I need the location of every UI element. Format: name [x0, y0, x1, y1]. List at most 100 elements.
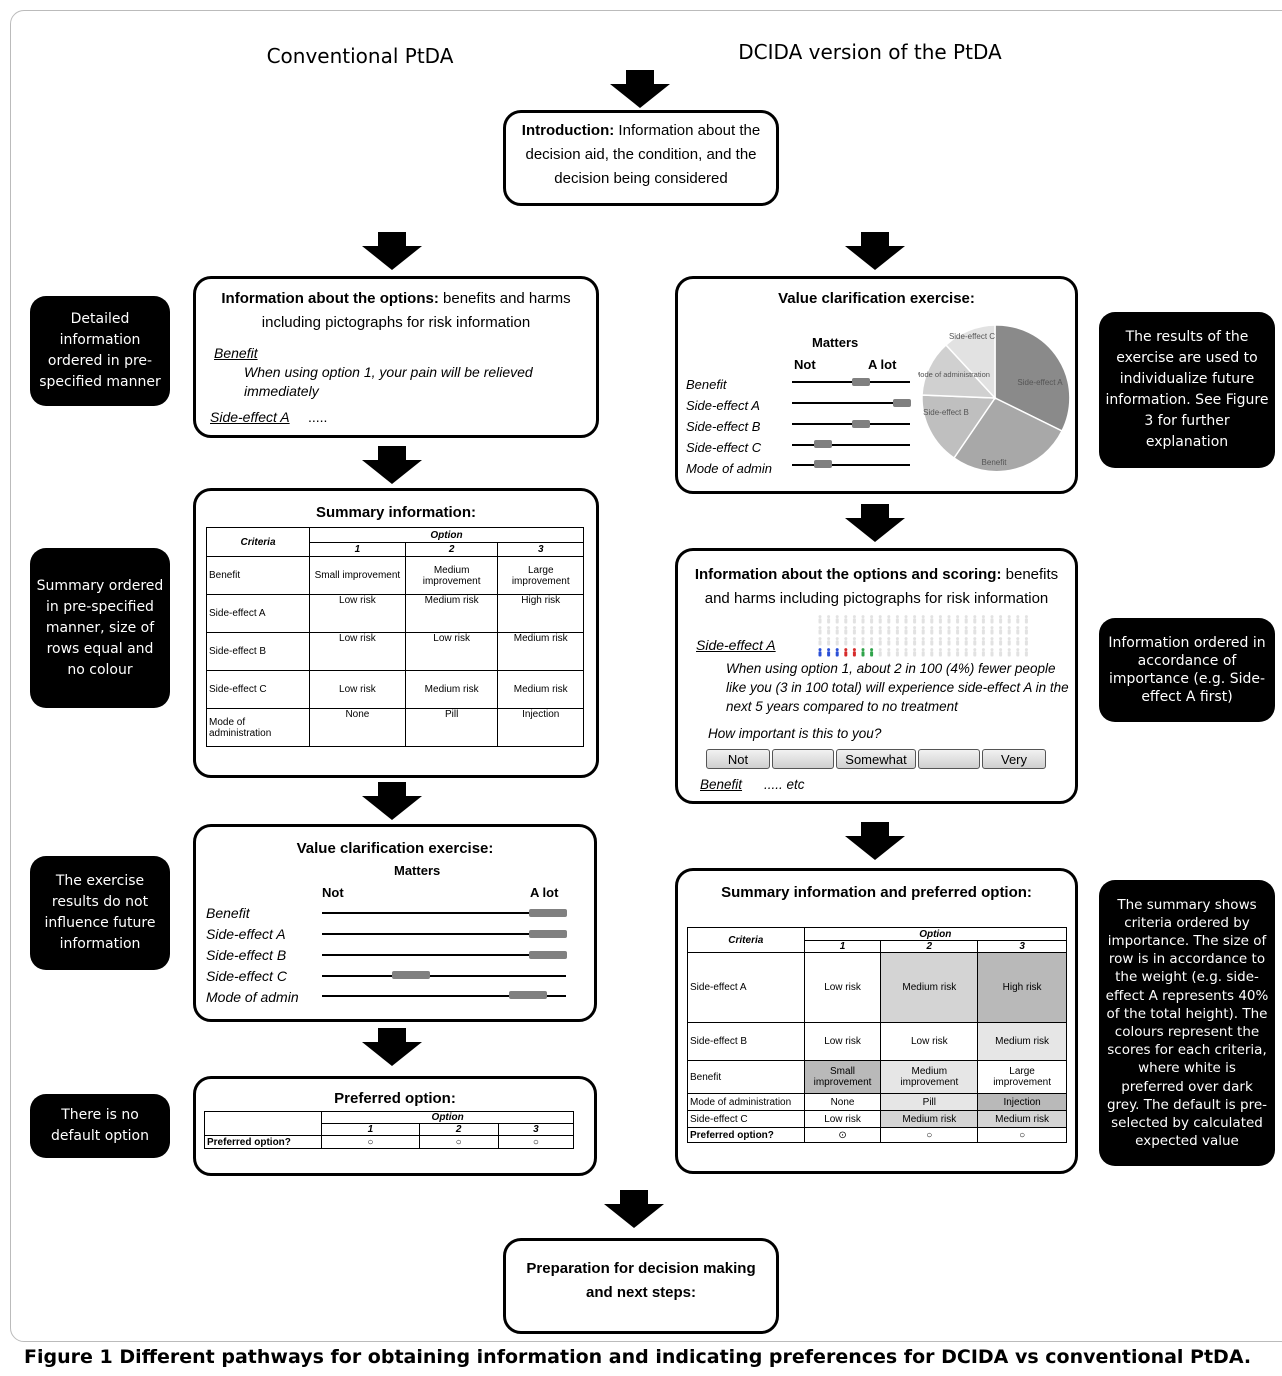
person-icon: [904, 648, 908, 657]
row-label: Benefit: [206, 556, 310, 595]
left-options-title: Information about the options: benefits …: [221, 290, 571, 331]
person-icon: [861, 626, 865, 635]
risk-pictograph: /* placeholder */: [818, 615, 1028, 657]
person-icon: [852, 637, 856, 646]
left-note: Summary ordered in pre-specified manner,…: [30, 548, 170, 708]
slider-handle[interactable]: [893, 399, 911, 407]
pie-label: Side-effect A: [1017, 378, 1063, 387]
arrow-down-icon: [610, 70, 670, 108]
table-cell: Low risk: [803, 1022, 882, 1061]
person-icon: [818, 648, 822, 657]
criterion-label: Mode of admin: [206, 989, 299, 1005]
scale-option-4[interactable]: [918, 749, 980, 769]
person-icon: [835, 615, 839, 624]
radio-button[interactable]: ○: [977, 1127, 1067, 1143]
table-row: Side-effect A Low risk Medium risk High …: [687, 952, 1067, 1023]
person-icon: [938, 648, 942, 657]
slider-handle[interactable]: [852, 420, 870, 428]
person-icon: [947, 626, 951, 635]
person-icon: [956, 615, 960, 624]
table-cell: Low risk: [309, 632, 406, 671]
table-cell: Injection: [497, 708, 584, 747]
slider-handle[interactable]: [529, 930, 567, 938]
radio-button[interactable]: ○: [880, 1127, 979, 1143]
slider-track: [322, 995, 566, 997]
a-lot-label: A lot: [868, 357, 897, 372]
person-icon: [930, 637, 934, 646]
slider-handle[interactable]: [509, 991, 547, 999]
person-icon: [981, 648, 985, 657]
slider-handle[interactable]: [529, 909, 567, 917]
person-icon: [835, 626, 839, 635]
person-icon: [999, 626, 1003, 635]
person-icon: [878, 637, 882, 646]
importance-question: How important is this to you?: [708, 726, 882, 741]
criterion-label: Side-effect C: [686, 440, 762, 455]
person-icon: [878, 626, 882, 635]
table-cell: Low risk: [404, 632, 499, 671]
slider-track: [322, 975, 566, 977]
right-note: The results of the exercise are used to …: [1099, 312, 1275, 468]
pie-label: Mode of administration: [918, 370, 990, 379]
person-icon: [981, 615, 985, 624]
person-icon: [956, 626, 960, 635]
person-icon: [904, 626, 908, 635]
person-icon: [973, 626, 977, 635]
right-summary-box: Summary information and preferred option…: [675, 868, 1078, 1174]
radio-button-selected[interactable]: ⊙: [803, 1127, 882, 1143]
table-cell: Small improvement: [309, 556, 406, 595]
person-icon: [861, 648, 865, 657]
side-effect-description: When using option 1, about 2 in 100 (4%)…: [726, 661, 1069, 714]
left-preferred-option-box: Preferred option: Option 1 2 3 Preferred…: [193, 1076, 597, 1176]
benefit-description: When using option 1, your pain will be r…: [244, 364, 533, 399]
scale-option-2[interactable]: [772, 749, 834, 769]
criteria-header: Criteria: [687, 927, 805, 953]
radio-button[interactable]: ○: [418, 1135, 499, 1149]
table-row: Benefit Small improvement Medium improve…: [206, 556, 584, 595]
benefit-etc: ..... etc: [764, 777, 805, 792]
slider-track: [792, 402, 910, 404]
person-icon: [844, 615, 848, 624]
person-icon: [999, 637, 1003, 646]
person-icon: [1016, 637, 1020, 646]
table-cell: Medium improvement: [404, 556, 499, 595]
row-label: Side-effect A: [687, 952, 805, 1023]
person-icon: [827, 626, 831, 635]
table-cell: Medium risk: [977, 1022, 1067, 1061]
table-cell: None: [803, 1093, 882, 1111]
option-number: 1: [309, 542, 406, 557]
person-icon: [1016, 615, 1020, 624]
person-icon: [913, 626, 917, 635]
person-icon: [904, 637, 908, 646]
person-icon: [964, 615, 968, 624]
person-icon: [887, 648, 891, 657]
person-icon: [1024, 626, 1028, 635]
slider-handle[interactable]: [814, 440, 832, 448]
left-note: Detailed information ordered in pre-spec…: [30, 296, 170, 406]
person-icon: [818, 637, 822, 646]
table-cell: Pill: [404, 708, 499, 747]
preferred-option-label: Preferred option?: [203, 1135, 323, 1149]
radio-button[interactable]: ○: [321, 1135, 420, 1149]
person-icon: [956, 637, 960, 646]
slider-handle[interactable]: [392, 971, 430, 979]
slider-handle[interactable]: [529, 951, 567, 959]
radio-button[interactable]: ○: [497, 1135, 575, 1149]
person-icon: [964, 637, 968, 646]
scale-option-very[interactable]: Very: [982, 749, 1046, 769]
row-label: Mode of administration: [687, 1093, 805, 1111]
slider-handle[interactable]: [814, 460, 832, 468]
scale-option-not[interactable]: Not: [706, 749, 770, 769]
scale-option-somewhat[interactable]: Somewhat: [836, 749, 916, 769]
table-cell: Medium risk: [880, 1110, 979, 1128]
person-icon: [913, 615, 917, 624]
side-effect-label: Side-effect A: [210, 409, 290, 425]
slider-handle[interactable]: [852, 378, 870, 386]
slider-track: [792, 423, 910, 425]
person-icon: [1007, 615, 1011, 624]
person-icon: [964, 648, 968, 657]
person-icon: [827, 615, 831, 624]
table-row: Benefit Small improvement Medium improve…: [687, 1060, 1067, 1094]
row-label: Side-effect C: [206, 670, 310, 709]
side-effect-label: Side-effect A: [696, 637, 776, 653]
